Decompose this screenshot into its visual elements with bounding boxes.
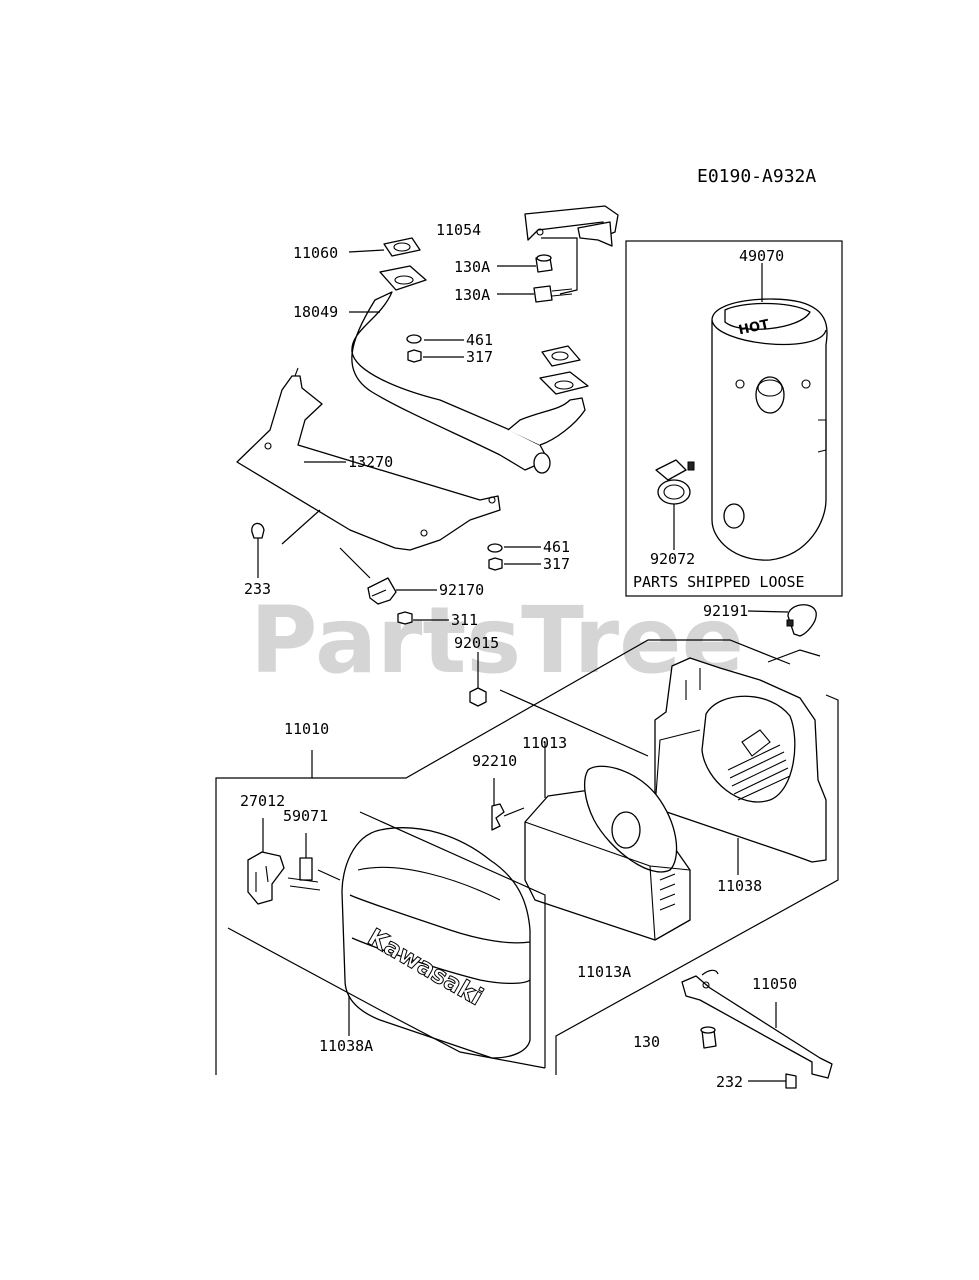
label-461-upper: 461 bbox=[466, 331, 493, 349]
label-11038: 11038 bbox=[717, 877, 762, 895]
washer-461-upper bbox=[406, 334, 422, 344]
nut-311 bbox=[397, 611, 413, 625]
label-11013a: 11013A bbox=[577, 963, 631, 981]
label-311: 311 bbox=[451, 611, 478, 629]
label-49070: 49070 bbox=[739, 247, 784, 265]
label-92015: 92015 bbox=[454, 634, 499, 652]
bolt-130 bbox=[700, 1026, 717, 1049]
label-11010: 11010 bbox=[284, 720, 329, 738]
pin-59071 bbox=[287, 857, 321, 891]
air-cleaner-base-11038 bbox=[654, 657, 827, 863]
clamp-92072 bbox=[655, 459, 695, 505]
label-92072: 92072 bbox=[650, 550, 695, 568]
label-461-lower: 461 bbox=[543, 538, 570, 556]
nut-317-lower bbox=[488, 557, 503, 571]
filter-element-11013 bbox=[524, 765, 691, 941]
label-317-lower: 317 bbox=[543, 555, 570, 573]
latch-27012 bbox=[247, 851, 285, 905]
clip-92210 bbox=[491, 803, 505, 831]
label-59071: 59071 bbox=[283, 807, 328, 825]
exhaust-pipe-18049 bbox=[351, 265, 589, 474]
muffler-hot-mark: HOT bbox=[737, 317, 770, 338]
label-13270: 13270 bbox=[348, 453, 393, 471]
label-92210: 92210 bbox=[472, 752, 517, 770]
label-27012: 27012 bbox=[240, 792, 285, 810]
nut-92015 bbox=[469, 687, 487, 707]
label-11038a: 11038A bbox=[319, 1037, 373, 1055]
label-11060: 11060 bbox=[293, 244, 338, 262]
loose-parts-note: PARTS SHIPPED LOOSE bbox=[633, 573, 805, 591]
muffler-49070: HOT bbox=[711, 298, 828, 561]
nut-317-upper bbox=[407, 349, 422, 363]
label-130a-1: 130A bbox=[454, 258, 490, 276]
gasket-11060 bbox=[383, 237, 421, 257]
leader-lines bbox=[215, 237, 839, 1082]
label-317-upper: 317 bbox=[466, 348, 493, 366]
clamp-92170 bbox=[367, 577, 397, 605]
label-233: 233 bbox=[244, 580, 271, 598]
part-labels: 11054 11060 130A 130A 18049 461 317 1327… bbox=[240, 221, 805, 1091]
label-130a-2: 130A bbox=[454, 286, 490, 304]
label-11054: 11054 bbox=[436, 221, 481, 239]
label-130: 130 bbox=[633, 1033, 660, 1051]
label-92170: 92170 bbox=[439, 581, 484, 599]
clip-233 bbox=[251, 522, 265, 539]
diagram-code: E0190-A932A bbox=[697, 166, 816, 187]
air-cleaner-cover-11038a: Kawasaki bbox=[341, 827, 531, 1059]
bolt-130a-2 bbox=[533, 285, 573, 303]
bolt-130a-1 bbox=[535, 254, 553, 273]
part-92191 bbox=[786, 604, 817, 637]
heat-shield-13270 bbox=[236, 367, 501, 551]
washer-461-lower bbox=[487, 543, 503, 553]
label-18049: 18049 bbox=[293, 303, 338, 321]
bracket-11054 bbox=[524, 205, 619, 247]
label-92191: 92191 bbox=[703, 602, 748, 620]
loose-parts-box bbox=[625, 240, 843, 597]
bracket-11050 bbox=[681, 975, 833, 1079]
screw-232 bbox=[785, 1073, 797, 1089]
label-11013: 11013 bbox=[522, 734, 567, 752]
label-11050: 11050 bbox=[752, 975, 797, 993]
label-232: 232 bbox=[716, 1073, 743, 1091]
